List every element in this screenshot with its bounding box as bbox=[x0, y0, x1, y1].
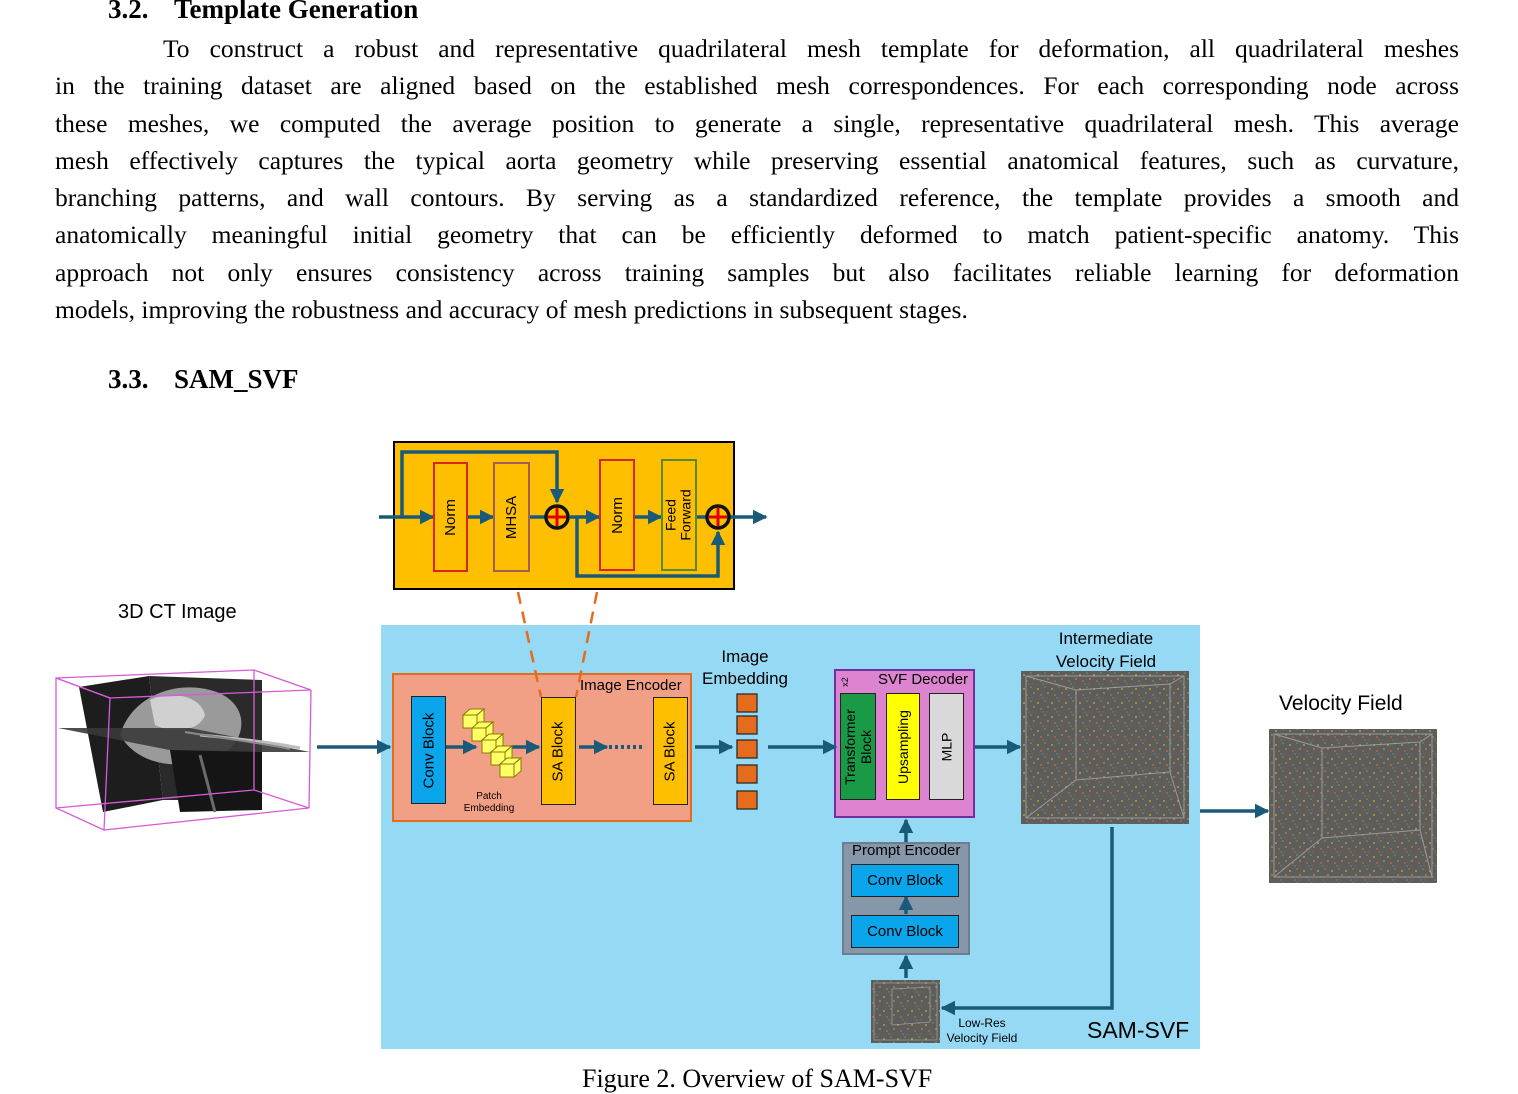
repeat-count: x2 bbox=[839, 677, 850, 687]
sa-block: SA Block bbox=[541, 697, 576, 805]
section-heading-3-3: 3.3. SAM_SVF bbox=[108, 364, 299, 395]
ct-image-volume bbox=[55, 669, 312, 831]
section-heading-3-2: 3.2. Template Generation bbox=[108, 0, 418, 25]
norm-block: Norm bbox=[433, 462, 468, 572]
paragraph-line: To construct a robust and representative… bbox=[163, 34, 1459, 63]
paragraph-line: branching patterns, and wall contours. B… bbox=[55, 183, 1459, 213]
prompt-encoder-title: Prompt Encoder bbox=[852, 842, 961, 859]
paragraph-line: these meshes, we computed the average po… bbox=[55, 108, 1459, 138]
low-res-velocity-field-image bbox=[871, 980, 940, 1043]
sa-block: SA Block bbox=[653, 697, 688, 805]
paragraph-line: mesh effectively captures the typical ao… bbox=[55, 145, 1459, 175]
patch-embedding-cubes bbox=[461, 707, 523, 779]
section-title: Template Generation bbox=[174, 0, 419, 24]
ellipsis-dots bbox=[609, 745, 642, 749]
main-flow-arrows bbox=[317, 739, 1270, 1016]
add-icon bbox=[705, 504, 731, 530]
transformer-connections bbox=[379, 450, 768, 578]
paragraph-line: in the training dataset are aligned base… bbox=[55, 71, 1459, 101]
paragraph-line: anatomically meaningful initial geometry… bbox=[55, 220, 1459, 250]
intermediate-velocity-label: Intermediate Velocity Field bbox=[1055, 629, 1157, 671]
transformer-block: Transformer Block bbox=[840, 693, 876, 800]
intermediate-velocity-field-image bbox=[1021, 671, 1189, 824]
velocity-field-label: Velocity Field bbox=[1279, 692, 1403, 715]
image-encoder-title: Image Encoder bbox=[580, 677, 682, 694]
patch-embedding-label: Patch Embedding bbox=[463, 791, 515, 814]
conv-block: Conv Block bbox=[411, 696, 446, 804]
svf-decoder-title: SVF Decoder bbox=[878, 671, 969, 688]
mhsa-block: MHSA bbox=[493, 462, 530, 572]
conv-block: Conv Block bbox=[851, 864, 959, 897]
image-embedding-tokens bbox=[736, 693, 758, 810]
add-icon bbox=[544, 504, 570, 530]
ct-image-label: 3D CT Image bbox=[118, 601, 237, 623]
paragraph-line: approach not only ensures consistency ac… bbox=[55, 257, 1459, 287]
norm-block: Norm bbox=[599, 459, 635, 571]
upsampling-block: Upsampling bbox=[886, 693, 920, 800]
zoom-dashed-lines bbox=[516, 591, 599, 698]
model-name-label: SAM-SVF bbox=[1087, 1017, 1190, 1043]
paragraph-line: models, improving the robustness and acc… bbox=[55, 295, 968, 325]
image-embedding-label: Image Embedding bbox=[701, 647, 788, 688]
low-res-label: Low-Res Velocity Field bbox=[946, 1016, 1018, 1045]
conv-block: Conv Block bbox=[851, 915, 959, 948]
section-number: 3.2. bbox=[108, 0, 149, 24]
section-title: SAM_SVF bbox=[174, 364, 299, 394]
velocity-field-image bbox=[1269, 729, 1437, 883]
mlp-block: MLP bbox=[929, 693, 964, 800]
section-number: 3.3. bbox=[108, 364, 149, 394]
feed-forward-block: Feed Forward bbox=[661, 459, 697, 571]
paragraph-template-generation: To construct a robust and representative… bbox=[55, 30, 1459, 328]
figure-caption: Figure 2. Overview of SAM-SVF bbox=[582, 1064, 933, 1093]
